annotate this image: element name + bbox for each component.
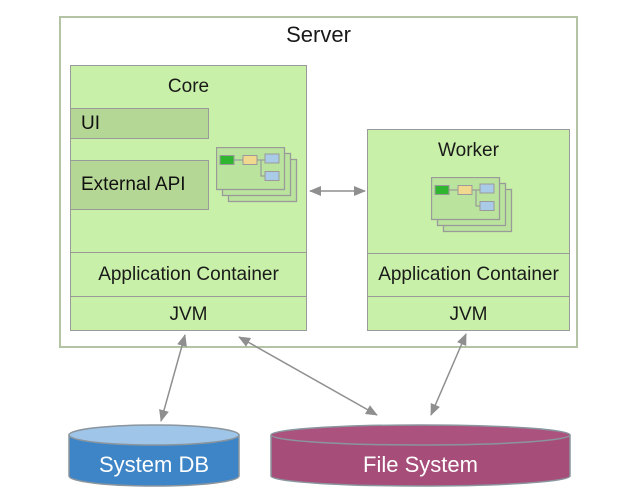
worker-jvm-label: JVM — [449, 303, 488, 325]
core-jvm-label: JVM — [169, 303, 208, 325]
worker-title: Worker — [438, 140, 499, 161]
file-system-label: File System — [363, 452, 478, 477]
external-api-label: External API — [81, 174, 186, 195]
database-cylinder-shape — [270, 424, 571, 487]
worker-jvm-section: JVM — [368, 296, 569, 332]
workflow-icon — [431, 177, 513, 233]
server-title: Server — [286, 22, 351, 47]
core-app-container-label: Application Container — [98, 263, 279, 285]
worker-app-container-section: Application Container — [368, 253, 569, 296]
file-system-cylinder: File System — [270, 424, 571, 488]
worker-app-container-label: Application Container — [378, 264, 559, 285]
workflow-icon — [216, 147, 298, 203]
core-box: Core UI External API Application Contain… — [70, 65, 307, 331]
system-db-cylinder: System DB — [68, 424, 240, 488]
ui-label: UI — [81, 112, 100, 134]
arrow-core-filesystem — [238, 336, 378, 416]
ui-box: UI — [70, 108, 209, 139]
core-app-container-section: Application Container — [71, 252, 306, 296]
worker-box: Worker Application Container JVM — [367, 129, 570, 331]
system-db-label: System DB — [98, 452, 210, 477]
core-title: Core — [167, 76, 210, 97]
external-api-box: External API — [70, 160, 209, 210]
database-cylinder-shape — [68, 424, 240, 487]
core-jvm-section: JVM — [71, 296, 306, 332]
